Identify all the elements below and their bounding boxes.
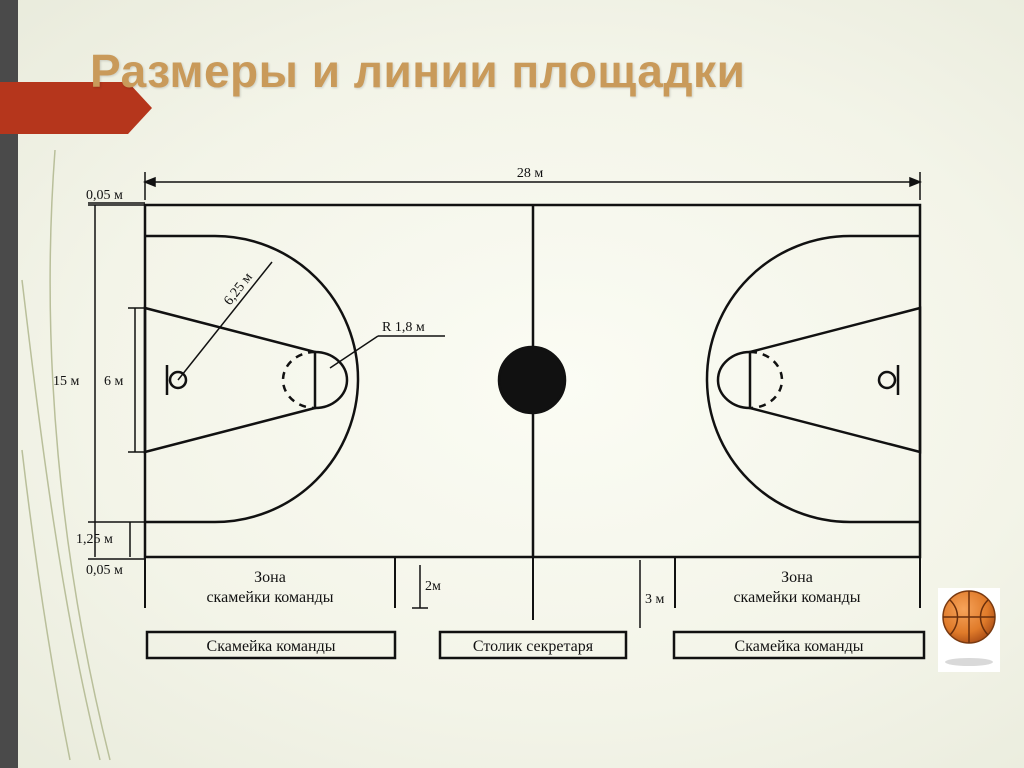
bench-zone-right-subtitle: скамейки команды — [733, 589, 860, 606]
team-bench-right-box — [672, 630, 926, 660]
hoop-left — [168, 370, 188, 390]
bench-zone-lines — [144, 557, 921, 620]
free-throw-circle-right-dashed — [749, 350, 784, 410]
bench-offset-label: 2м — [425, 579, 441, 594]
secretary-table-box — [438, 630, 628, 660]
decorative-curves — [21, 149, 111, 761]
length-label: 28 м — [517, 166, 544, 181]
team-bench-left-label: Скамейка команды — [207, 638, 336, 655]
basketball-icon — [938, 588, 1000, 672]
page-title: Размеры и линии площадки — [90, 45, 746, 97]
free-throw-circle-left-dashed — [281, 350, 316, 410]
left-decorative-strip — [0, 0, 18, 768]
width-label: 15 м — [53, 374, 80, 389]
secretary-table-label: Столик секретаря — [473, 638, 594, 655]
three-point-line-right — [705, 234, 920, 524]
bench-zone-left-title: Зона — [254, 569, 286, 586]
title-banner — [0, 82, 152, 134]
lane-width-dimension — [128, 307, 145, 453]
length-dimension — [142, 172, 923, 200]
free-throw-circle-left — [314, 350, 349, 410]
table-offset-label: 3 м — [645, 592, 665, 607]
lane-width-label: 6 м — [104, 374, 124, 389]
three-point-line-left — [145, 234, 360, 524]
center-circle — [497, 345, 567, 415]
hoop-right — [877, 370, 897, 390]
bench-offset-dimension — [412, 565, 428, 609]
radius-pointer-3pt — [177, 261, 273, 381]
radius-pointer-circle — [329, 335, 379, 369]
corner-dimension — [88, 521, 145, 557]
circle-radius-label: R 1,8 м — [382, 320, 425, 335]
width-dimension — [88, 204, 145, 557]
team-bench-right-label: Скамейка команды — [735, 638, 864, 655]
free-throw-circle-right — [716, 350, 751, 410]
bench-zone-right-title: Зона — [781, 569, 813, 586]
bench-zone-left-subtitle: скамейки команды — [206, 589, 333, 606]
top-line-width-label: 0,05 м — [86, 188, 123, 203]
corner-distance-label: 1,25 м — [76, 532, 113, 547]
team-bench-left-box — [145, 630, 397, 660]
bottom-line-width-label: 0,05 м — [86, 563, 123, 578]
